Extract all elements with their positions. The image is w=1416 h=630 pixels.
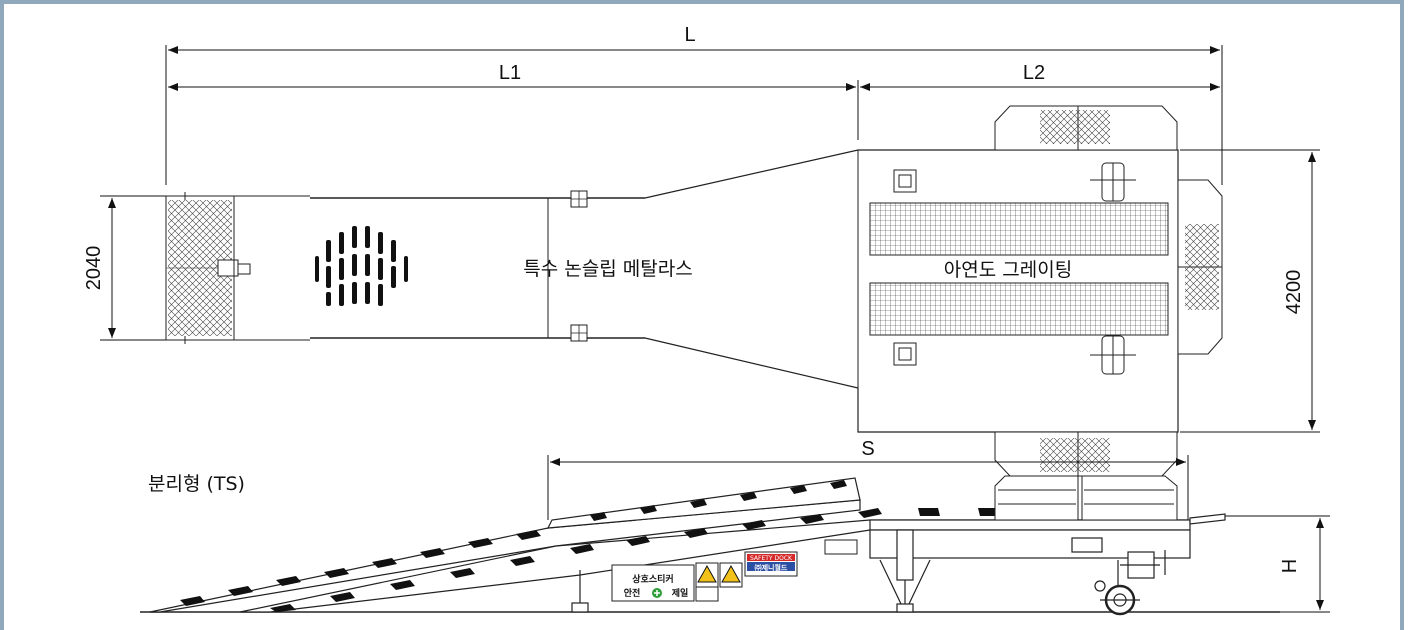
ramp-body-top xyxy=(233,149,1179,433)
sticker-line3: 제일 xyxy=(672,587,689,599)
nameplate xyxy=(824,539,858,555)
ramp-vent-pattern xyxy=(315,226,408,306)
dimension-lines-top xyxy=(165,45,1223,185)
dimension-4200-label: 4200 xyxy=(1283,270,1305,315)
grating-lower xyxy=(869,282,1169,336)
dimension-4200 xyxy=(1180,149,1320,433)
tires-top-view xyxy=(994,105,1223,477)
ramp-lip-plate xyxy=(165,192,251,344)
safety-sticker: 상호스티커 안전 제일 xyxy=(611,564,695,602)
platform-side-frame xyxy=(869,513,1226,559)
dimension-S-label: S xyxy=(861,438,874,460)
dimension-L2-label: L2 xyxy=(1023,62,1045,84)
grating-upper xyxy=(869,202,1169,256)
hinge-brackets xyxy=(570,190,588,342)
dimension-S xyxy=(547,455,1189,520)
dimension-L1-label: L1 xyxy=(499,62,521,84)
grating-label-bg xyxy=(942,259,1072,281)
platform-surface-label: 아연도 그레이팅 xyxy=(944,259,1072,281)
jack-and-wheel xyxy=(1071,537,1166,616)
caution-icon xyxy=(721,564,741,583)
brand-name-text: ㈜제니월드 xyxy=(755,563,788,572)
sticker-line1: 상호스티커 xyxy=(632,573,673,585)
model-type-label: 분리형 (TS) xyxy=(148,473,245,495)
brand-top-text: SAFETY DOCK xyxy=(750,555,793,562)
dimension-2040-label: 2040 xyxy=(83,246,105,291)
support-legs xyxy=(571,529,931,613)
platform-mount-plates xyxy=(893,169,917,366)
dimension-L-label: L xyxy=(684,24,695,46)
ramp-hazard-stripes xyxy=(180,480,1000,612)
ramp-surface-label: 특수 논슬립 메탈라스 xyxy=(523,258,692,280)
tires-side-view xyxy=(994,475,1178,521)
warning-icons xyxy=(695,562,743,602)
warning-icon xyxy=(697,564,717,583)
sticker-line2: 안전 xyxy=(624,587,641,599)
brand-sticker: SAFETY DOCK ㈜제니월드 xyxy=(744,551,798,577)
platform-wheel-hubs xyxy=(1090,162,1136,375)
dimension-H-label: H xyxy=(1279,559,1301,573)
